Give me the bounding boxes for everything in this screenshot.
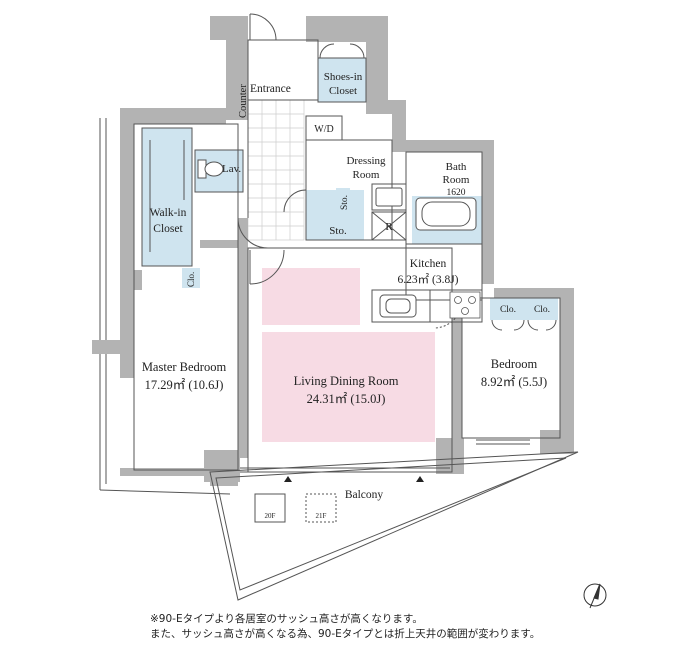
- unit-21f-label: 21F: [316, 512, 327, 520]
- shoes-in-closet-label-2: Closet: [329, 85, 357, 97]
- clo-bedroom-label-2: Clo.: [534, 305, 550, 315]
- counter-label: Counter: [238, 84, 249, 118]
- refrigerator-label: R: [385, 221, 393, 233]
- note-line-1: ※90-Eタイプより各居室のサッシュ高さが高くなります。: [150, 613, 423, 625]
- clo-master-area: [182, 268, 200, 288]
- bath-room-label-3: 1620: [447, 188, 466, 198]
- shoes-in-closet-label-1: Shoes-in: [324, 71, 363, 83]
- walk-in-closet-label-2: Closet: [153, 223, 183, 235]
- shoes-in-closet-area: [318, 58, 366, 102]
- clo-bedroom-label-1: Clo.: [500, 305, 516, 315]
- sto-small-label: Sto.: [340, 195, 350, 210]
- clo-master-label: Clo.: [186, 272, 196, 287]
- sink-icon: [379, 294, 417, 318]
- stove-icon: [449, 291, 481, 319]
- bath-room-label-2: Room: [443, 174, 470, 186]
- bathtub-icon: [415, 197, 477, 231]
- bedroom-label-1: Bedroom: [491, 357, 538, 371]
- entrance-label: Entrance: [250, 83, 291, 95]
- bedroom-label-2: 8.92㎡ (5.5J): [481, 375, 547, 389]
- sto-small-area: [336, 188, 350, 210]
- clo-bedroom-area: [490, 298, 558, 320]
- master-bedroom-label-1: Master Bedroom: [142, 360, 227, 374]
- lav-label: Lav.: [222, 163, 241, 175]
- interior-lines: [99, 13, 579, 601]
- note-line-2: また、サッシュ高さが高くなる為、90-Eタイプとは折上天井の範囲が変わります。: [150, 628, 541, 640]
- living-ceiling-area-main: [262, 332, 435, 442]
- dressing-room-label-2: Room: [353, 169, 380, 181]
- compass-icon: [583, 583, 607, 609]
- living-ceiling-area-upper: [262, 268, 360, 325]
- sto-area: [306, 190, 364, 240]
- master-bedroom-label-2: 17.29㎡ (10.6J): [145, 378, 224, 392]
- dressing-room-label-1: Dressing: [346, 155, 386, 167]
- kitchen-label-2: 6.23㎡ (3.8J): [397, 273, 458, 286]
- wd-label: W/D: [314, 124, 333, 135]
- walls: [92, 16, 574, 486]
- kitchen-label-1: Kitchen: [410, 258, 447, 270]
- sto-label: Sto.: [329, 225, 347, 237]
- living-dining-room-label-1: Living Dining Room: [294, 374, 399, 388]
- unit-20f-label: 20F: [265, 512, 276, 520]
- toilet-icon: [197, 159, 224, 179]
- living-dining-room-label-2: 24.31㎡ (15.0J): [307, 392, 386, 406]
- balcony-label: Balcony: [345, 489, 384, 501]
- entrance-tiles: [247, 99, 305, 241]
- walk-in-closet-label-1: Walk-in: [150, 207, 187, 219]
- dressing-sink-icon: [375, 187, 403, 207]
- balcony-markers: [254, 476, 424, 523]
- bath-room-label-1: Bath: [446, 161, 467, 173]
